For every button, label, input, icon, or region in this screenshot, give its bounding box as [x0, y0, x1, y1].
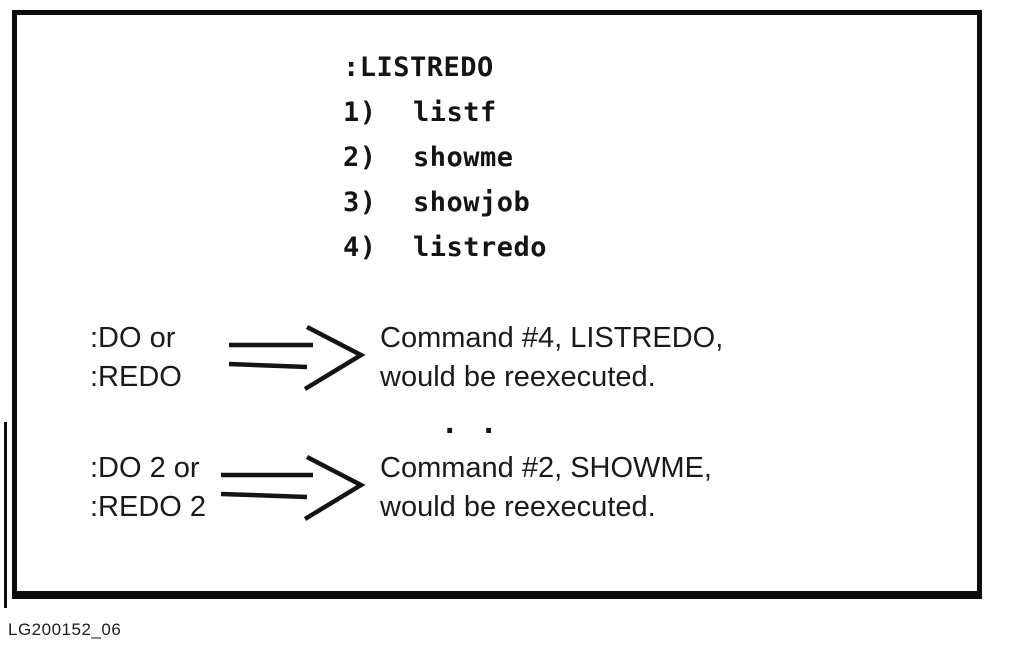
- figure-border-box: :LISTREDO 1) listf 2) showme 3) showjob …: [12, 10, 982, 599]
- figure-caption: LG200152_06: [8, 620, 122, 639]
- terminal-history-line: 4) listredo: [343, 225, 547, 270]
- history-line-number: 3): [343, 187, 377, 218]
- example-2-input-line-1: :DO 2 or: [90, 452, 200, 484]
- history-line-command: listf: [413, 97, 497, 128]
- terminal-history-line: 3) showjob: [343, 180, 547, 225]
- terminal-history-line: 1) listf: [343, 90, 547, 135]
- example-1-input: :DO or :REDO: [90, 319, 182, 397]
- example-1-input-line-1: :DO or: [90, 322, 176, 354]
- right-arrow-icon: [220, 455, 366, 521]
- history-line-number: 4): [343, 232, 377, 263]
- history-line-number: 1): [343, 97, 377, 128]
- terminal-history-line: 2) showme: [343, 135, 547, 180]
- example-2-result-line-1: Command #2, SHOWME,: [380, 452, 712, 484]
- example-1-result-line-1: Command #4, LISTREDO,: [380, 322, 724, 354]
- example-2-input-line-2: :REDO 2: [90, 491, 207, 523]
- example-2-result-line-2: would be reexecuted.: [380, 491, 656, 523]
- history-line-command: listredo: [413, 232, 548, 263]
- terminal-listing: :LISTREDO 1) listf 2) showme 3) showjob …: [343, 45, 547, 270]
- continuation-dots: . .: [445, 403, 504, 441]
- right-arrow-icon: [228, 325, 366, 391]
- example-1-result: Command #4, LISTREDO, would be reexecute…: [380, 319, 723, 397]
- terminal-command: :LISTREDO: [343, 52, 494, 83]
- example-1-input-line-2: :REDO: [90, 361, 182, 393]
- history-line-number: 2): [343, 142, 377, 173]
- scan-artifact-line: [4, 422, 7, 608]
- example-1-result-line-2: would be reexecuted.: [380, 361, 656, 393]
- history-line-command: showme: [413, 142, 514, 173]
- example-2-input: :DO 2 or :REDO 2: [90, 449, 206, 527]
- history-line-command: showjob: [413, 187, 531, 218]
- example-2-result: Command #2, SHOWME, would be reexecuted.: [380, 449, 712, 527]
